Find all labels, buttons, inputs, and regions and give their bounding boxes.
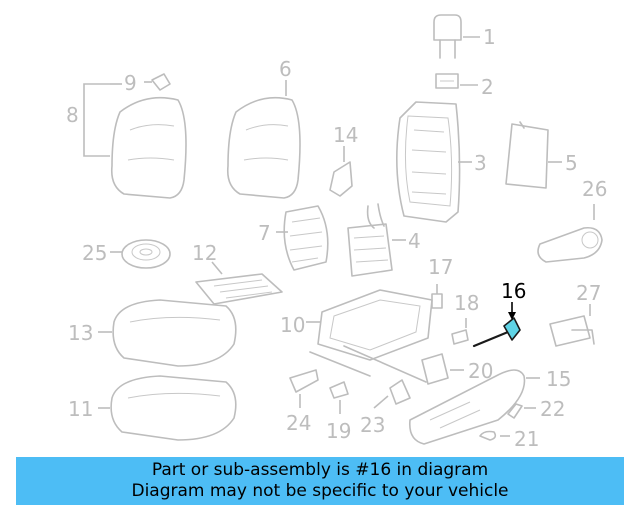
callout-25: 25 — [82, 241, 107, 265]
part-headrest — [433, 14, 480, 59]
part-headrest-guide — [435, 73, 478, 89]
part-back-panel — [505, 121, 562, 189]
part-actuator — [549, 304, 595, 347]
part-knob-21 — [479, 430, 510, 441]
part-cover-24 — [289, 369, 319, 408]
callout-23: 23 — [360, 413, 385, 437]
callout-17: 17 — [428, 255, 453, 279]
callout-8: 8 — [66, 103, 79, 127]
part-clip-19 — [329, 381, 349, 414]
part-cover-18 — [451, 318, 469, 345]
callout-12: 12 — [192, 241, 217, 265]
callout-19: 19 — [326, 419, 351, 443]
callout-20: 20 — [468, 359, 493, 383]
callout-10: 10 — [280, 313, 305, 337]
banner-line-2: Diagram may not be specific to your vehi… — [131, 481, 509, 501]
callout-22: 22 — [540, 397, 565, 421]
callout-2: 2 — [481, 75, 494, 99]
part-clip-17 — [431, 284, 443, 309]
part-side-shield — [408, 369, 540, 445]
part-motor — [537, 204, 603, 263]
callout-26: 26 — [582, 177, 607, 201]
info-banner: Part or sub-assembly is #16 in diagram D… — [16, 457, 624, 505]
callout-27: 27 — [576, 281, 601, 305]
part-switch-20 — [421, 353, 464, 385]
part-seat-frame — [306, 289, 433, 383]
part-cushion-cover — [98, 375, 237, 441]
part-knob-22 — [507, 403, 536, 419]
callout-18: 18 — [454, 291, 479, 315]
part-seatback-cover — [226, 80, 301, 199]
part-lumbar-assembly — [347, 203, 406, 277]
part-clip-9 — [144, 73, 171, 91]
callout-13: 13 — [68, 321, 93, 345]
callout-3: 3 — [474, 151, 487, 175]
callout-21: 21 — [514, 427, 539, 451]
callout-11: 11 — [68, 397, 93, 421]
part-cushion-pad — [98, 299, 237, 367]
callout-6: 6 — [279, 57, 292, 81]
callout-1: 1 — [483, 25, 496, 49]
callout-16: 16 — [501, 279, 526, 303]
callout-5: 5 — [565, 151, 578, 175]
part-seat-heater — [195, 261, 283, 305]
callout-15: 15 — [546, 367, 571, 391]
banner-line-1: Part or sub-assembly is #16 in diagram — [151, 460, 489, 480]
callout-4: 4 — [408, 229, 421, 253]
part-seatback-frame — [396, 101, 472, 223]
part-16-highlighted — [472, 302, 521, 348]
part-seatback-cover-alt — [83, 83, 187, 199]
callout-14: 14 — [333, 123, 358, 147]
callout-24: 24 — [286, 411, 311, 435]
callout-9: 9 — [124, 71, 137, 95]
part-heater-pad — [276, 205, 329, 271]
part-switch-23 — [373, 379, 411, 409]
part-bracket-14 — [329, 146, 353, 197]
callout-7: 7 — [258, 221, 271, 245]
part-speaker — [110, 239, 171, 269]
seat-parts-diagram: 1 2 3 4 5 6 7 8 9 10 11 12 13 14 15 16 1… — [66, 14, 607, 451]
